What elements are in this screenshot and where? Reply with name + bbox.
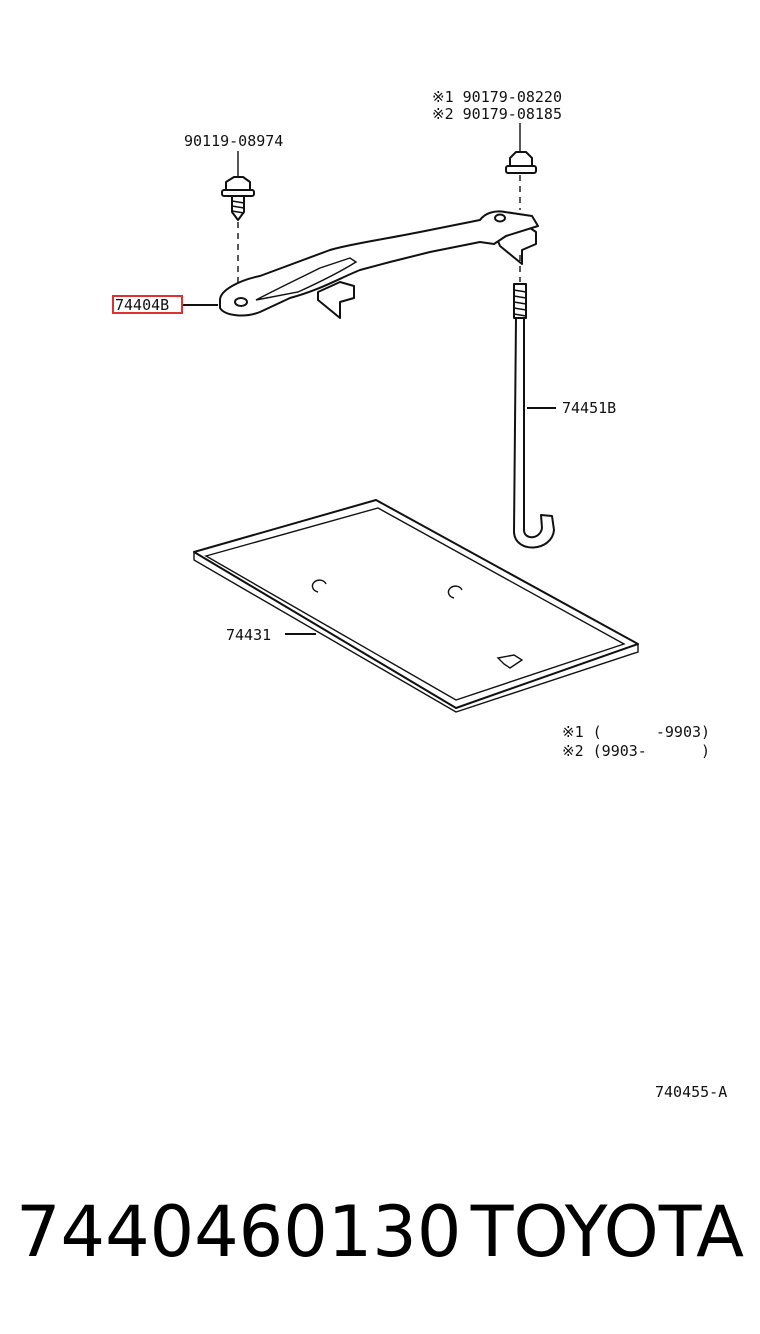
screw-part[interactable] [221, 176, 255, 221]
clamp-label[interactable]: 74404B [115, 296, 169, 314]
screw-label: 90119-08974 [184, 132, 283, 150]
rod-part[interactable] [513, 283, 555, 549]
tray-label: 74431 [226, 626, 271, 644]
note-2: ※2 (9903- ) [562, 742, 710, 760]
nut-label-2: ※2 90179-08185 [432, 105, 562, 123]
rod-label: 74451B [562, 399, 616, 417]
tray-part[interactable] [193, 499, 639, 713]
note-1: ※1 ( -9903) [562, 723, 710, 741]
diagram-code: 740455-A [655, 1083, 727, 1101]
nut-part[interactable] [505, 151, 537, 174]
brand-name: TOYOTA [470, 1191, 744, 1273]
part-number: 7440460130 [16, 1191, 461, 1273]
nut-label-1: ※1 90179-08220 [432, 88, 562, 106]
clamp-highlight-box [112, 295, 183, 314]
clamp-part[interactable] [219, 210, 539, 319]
